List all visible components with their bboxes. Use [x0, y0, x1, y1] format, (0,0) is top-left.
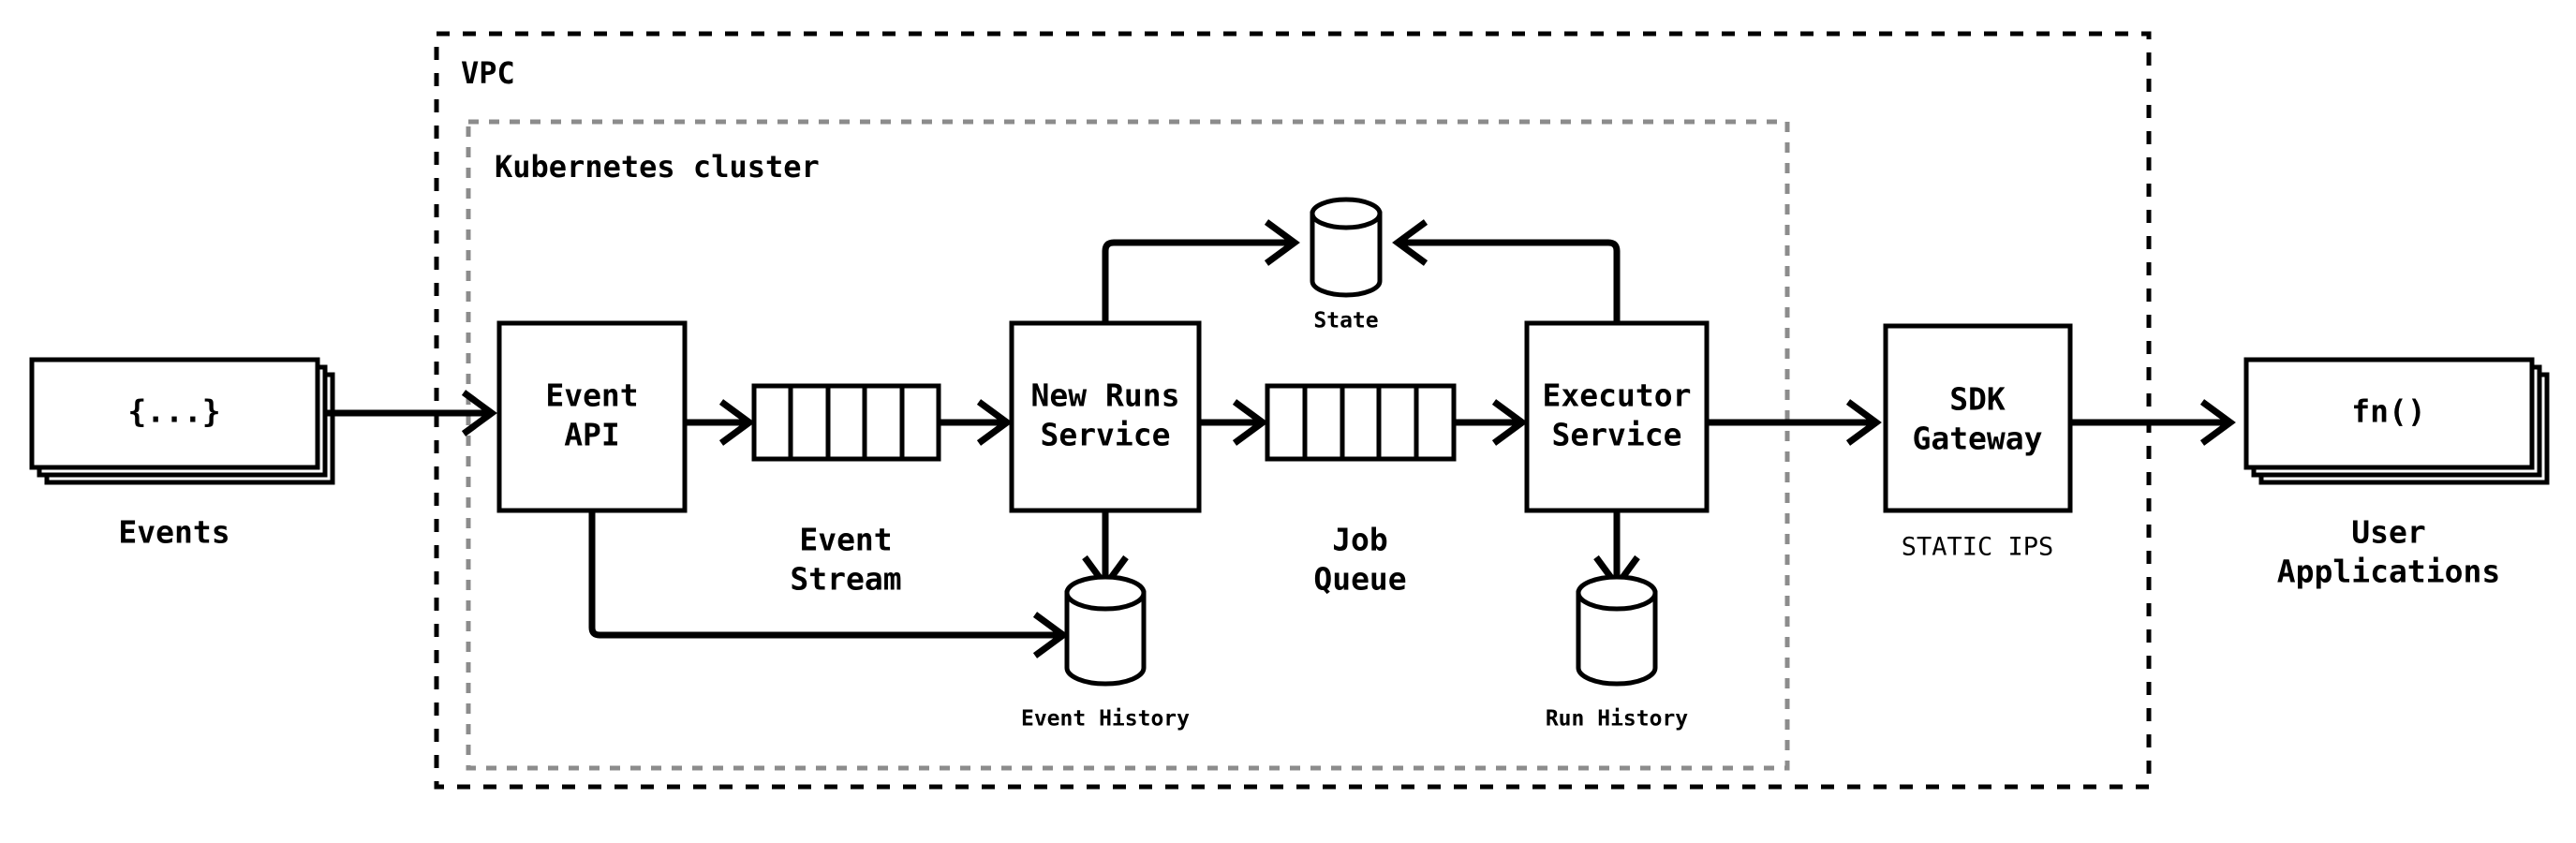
- arrow-events-to-event-api: [325, 390, 497, 436]
- executor-service-node[interactable]: Executor Service: [1524, 320, 1710, 513]
- arrow-executor-to-state: [1392, 219, 1621, 323]
- sdk-gateway-node[interactable]: SDK Gateway: [1883, 323, 2073, 513]
- sdk-gateway-label-line2: Gateway: [1912, 421, 2042, 457]
- arrow-executor-to-run-history: [1593, 510, 1640, 591]
- arrow-new-runs-to-state: [1102, 219, 1300, 323]
- event-history-node[interactable]: [1064, 574, 1147, 687]
- state-cylinder-body: [1310, 211, 1383, 298]
- event-history-caption: Event History: [1021, 707, 1190, 732]
- arrow-event-api-to-event-history: [588, 510, 1069, 658]
- user-applications-caption-line2: Applications: [2277, 554, 2500, 590]
- arrow-executor-to-sdk-gateway: [1707, 399, 1882, 446]
- job-queue-caption-line1: Job: [1332, 522, 1388, 558]
- event-stream-caption-line1: Event: [799, 522, 892, 558]
- arrow-event-stream-to-new-runs: [939, 399, 1013, 446]
- vpc-label: VPC: [461, 55, 515, 91]
- arrow-new-runs-to-job-queue: [1199, 399, 1268, 446]
- user-applications-caption-line1: User: [2351, 514, 2425, 551]
- new-runs-service-node[interactable]: New Runs Service: [1009, 320, 1202, 513]
- new-runs-service-label-line1: New Runs: [1031, 377, 1180, 414]
- arrow-sdk-gateway-to-user-applications: [2070, 399, 2236, 446]
- run-history-caption: Run History: [1546, 707, 1688, 732]
- events-stack-layer-1: [29, 357, 320, 470]
- run-history-node[interactable]: [1576, 574, 1658, 687]
- event-history-cylinder-body: [1064, 590, 1147, 687]
- sdk-gateway-box: [1883, 323, 2073, 513]
- arrow-event-api-to-event-stream: [685, 399, 755, 446]
- arrow-job-queue-to-executor: [1454, 399, 1528, 446]
- sdk-gateway-label-line1: SDK: [1949, 381, 2006, 418]
- events-node[interactable]: {...}: [29, 357, 335, 485]
- event-stream-caption-line2: Stream: [790, 561, 901, 598]
- event-api-label-line2: API: [564, 417, 620, 453]
- state-node[interactable]: [1310, 197, 1383, 298]
- user-applications-node[interactable]: fn(): [2243, 357, 2550, 485]
- run-history-cylinder-top: [1576, 574, 1658, 612]
- user-applications-fn-label: fn(): [2351, 393, 2425, 430]
- sdk-gateway-subcaption: STATIC IPS: [1902, 533, 2054, 562]
- user-applications-stack-layer-1: [2243, 357, 2535, 470]
- events-caption: Events: [118, 514, 229, 551]
- executor-service-box: [1524, 320, 1710, 513]
- kubernetes-cluster-label: Kubernetes cluster: [495, 149, 820, 185]
- event-api-node[interactable]: Event API: [496, 320, 688, 513]
- event-stream-box: [751, 383, 941, 462]
- state-caption: State: [1313, 309, 1378, 333]
- job-queue-caption-line2: Queue: [1313, 561, 1406, 598]
- kubernetes-cluster-boundary: [466, 119, 1790, 771]
- arrow-new-runs-to-event-history: [1082, 510, 1129, 591]
- executor-service-label-line1: Executor: [1543, 377, 1692, 414]
- new-runs-service-box: [1009, 320, 1202, 513]
- executor-service-label-line2: Service: [1551, 417, 1681, 453]
- event-history-cylinder-top: [1064, 574, 1147, 612]
- event-stream-node[interactable]: [751, 383, 941, 462]
- job-queue-node[interactable]: [1265, 383, 1457, 462]
- events-payload-label: {...}: [127, 393, 220, 430]
- run-history-cylinder-body: [1576, 590, 1658, 687]
- job-queue-box: [1265, 383, 1457, 462]
- new-runs-service-label-line2: Service: [1040, 417, 1170, 453]
- event-api-label-line1: Event: [545, 377, 638, 414]
- state-cylinder-top: [1310, 197, 1383, 230]
